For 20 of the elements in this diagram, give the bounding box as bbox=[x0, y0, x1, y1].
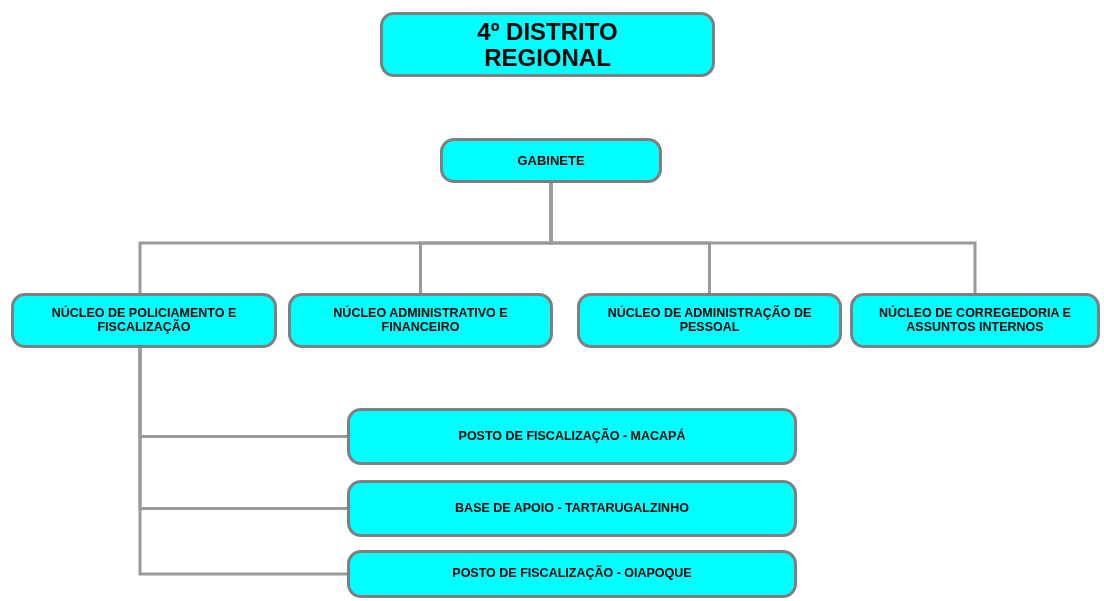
office-box bbox=[440, 138, 662, 183]
unit-name: POSTO DE FISCALIZAÇÃO - MACAPÁ bbox=[458, 429, 686, 444]
unit-name: BASE DE APOIO - TARTARUGALZINHO bbox=[455, 501, 689, 516]
unit-box bbox=[850, 293, 1100, 348]
connector-line bbox=[138, 348, 347, 576]
unit-box bbox=[347, 550, 797, 598]
unit-name: NÚCLEO DE CORREGEDORIA E ASSUNTOS INTERNOS bbox=[878, 307, 1072, 334]
unit-box bbox=[288, 293, 553, 348]
unit-box bbox=[347, 408, 797, 465]
connector-line bbox=[549, 183, 977, 293]
unit-name: POSTO DE FISCALIZAÇÃO - OIAPOQUE bbox=[452, 567, 692, 581]
unit-name: NÚCLEO DE POLICIAMENTO E FISCALIZAÇÃO bbox=[50, 307, 238, 334]
unit-box bbox=[11, 293, 277, 348]
title-box bbox=[380, 12, 715, 77]
unit-name: NÚCLEO ADMINISTRATIVO E FINANCEIRO bbox=[332, 307, 509, 334]
unit-box bbox=[347, 480, 797, 537]
unit-name: NÚCLEO DE ADMINISTRAÇÃO DE PESSOAL bbox=[606, 307, 813, 334]
unit-box bbox=[577, 293, 842, 348]
unit-name: GABINETE bbox=[517, 153, 585, 168]
title-text: 4º DISTRITO REGIONAL bbox=[476, 19, 619, 70]
